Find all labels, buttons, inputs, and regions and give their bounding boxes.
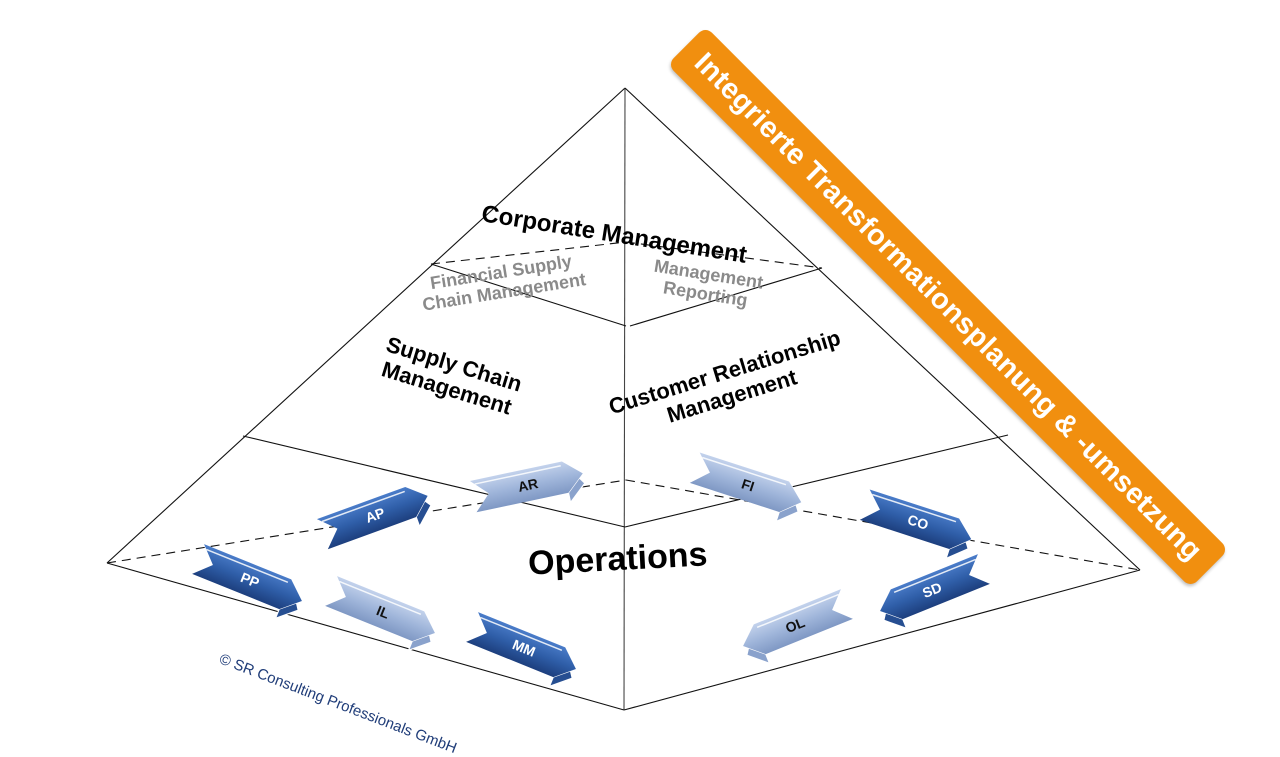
module-arrow-face bbox=[316, 486, 428, 550]
module-code-il: IL bbox=[374, 602, 392, 622]
module-arrow-highlight bbox=[339, 580, 422, 616]
module-arrow-pp: PP bbox=[192, 544, 303, 620]
module-arrow-face bbox=[743, 589, 853, 655]
top-front-left bbox=[430, 263, 627, 327]
module-arrow-face bbox=[469, 461, 583, 513]
module-arrow-highlight bbox=[702, 456, 787, 486]
module-arrow-face bbox=[192, 544, 302, 610]
module-arrow-highlight bbox=[321, 490, 405, 523]
module-arrow-side bbox=[945, 518, 973, 560]
module-arrow-highlight bbox=[206, 548, 289, 584]
module-arrow-highlight bbox=[474, 465, 561, 485]
pyramid-wireframe: PP AP AR IL MM FI CO SD OL bbox=[106, 87, 1141, 711]
module-arrow-face bbox=[466, 612, 576, 678]
module-arrow-sd: SD bbox=[879, 554, 990, 630]
module-arrow-side bbox=[775, 481, 803, 523]
module-arrow-highlight bbox=[756, 593, 839, 629]
module-code-ar: AR bbox=[516, 475, 539, 495]
module-arrow-highlight bbox=[893, 558, 976, 594]
module-code-ol: OL bbox=[783, 614, 807, 636]
base-front-right bbox=[623, 569, 1141, 711]
top-back-left bbox=[430, 241, 627, 265]
edge-left bbox=[106, 87, 626, 564]
module-code-sd: SD bbox=[920, 579, 944, 601]
module-code-pp: PP bbox=[238, 569, 261, 591]
module-code-co: CO bbox=[906, 511, 931, 533]
module-arrow-face bbox=[880, 554, 990, 620]
module-arrow-mm: MM bbox=[466, 612, 577, 688]
module-code-ap: AP bbox=[363, 504, 387, 526]
mid-front-left bbox=[242, 435, 626, 528]
module-arrow-face bbox=[325, 576, 435, 642]
module-code-fi: FI bbox=[740, 475, 757, 494]
edge-right bbox=[624, 87, 1141, 571]
mid-front-right bbox=[624, 434, 1009, 528]
base-front-left bbox=[106, 562, 625, 711]
module-arrow-ap: AP bbox=[316, 486, 432, 550]
module-arrow-highlight bbox=[480, 616, 563, 652]
module-arrow-ar: AR bbox=[469, 460, 586, 513]
module-arrow-il: IL bbox=[325, 576, 436, 652]
module-arrow-fi: FI bbox=[689, 452, 803, 523]
module-arrow-face bbox=[689, 452, 802, 512]
module-arrow-ol: OL bbox=[742, 589, 853, 665]
module-arrow-face bbox=[859, 489, 972, 549]
module-arrow-highlight bbox=[872, 493, 957, 523]
top-back-right bbox=[625, 241, 823, 269]
top-front-right bbox=[629, 267, 823, 327]
module-arrow-co: CO bbox=[859, 489, 973, 560]
edge-center bbox=[623, 87, 626, 711]
